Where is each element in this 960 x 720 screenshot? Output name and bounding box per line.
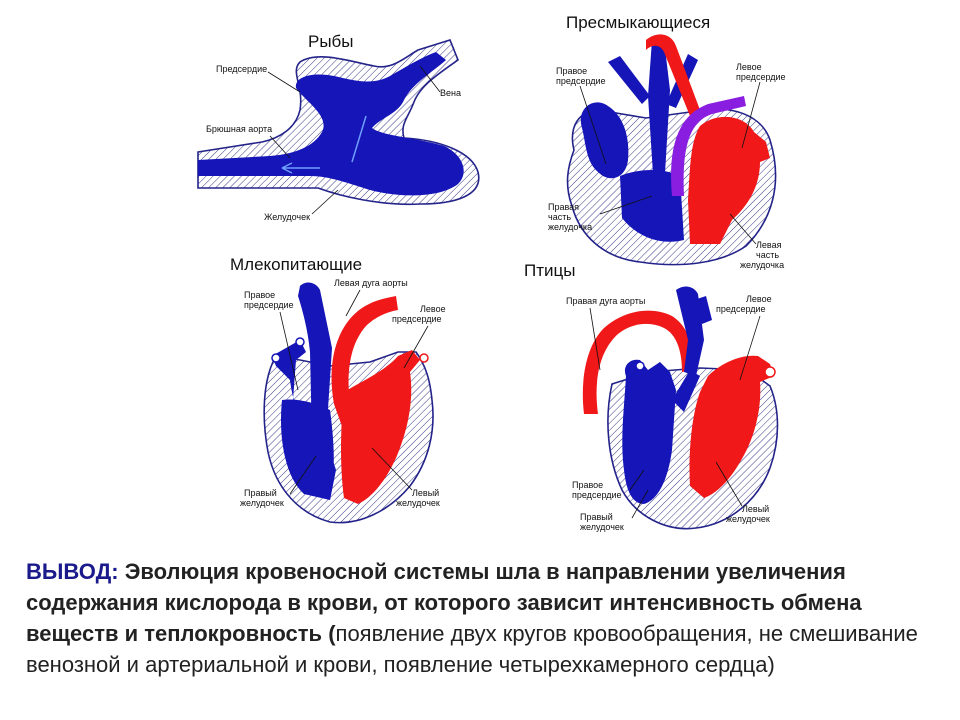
birds-label-left-atrium-2: предсердие	[716, 304, 766, 314]
birds-title: Птицы	[524, 261, 575, 280]
reptiles-label-right-atrium-1: Правое	[556, 66, 587, 76]
reptiles-label-left-atrium-1: Левое	[736, 62, 762, 72]
mammals-label-left-vent-2: желудочек	[396, 498, 440, 508]
reptiles-title: Пресмыкающиеся	[566, 13, 710, 32]
birds-vessel-opening	[764, 366, 776, 378]
mammals-left-ventricle	[341, 350, 420, 504]
conclusion-paragraph: ВЫВОД: Эволюция кровеносной системы шла …	[26, 556, 926, 680]
birds-panel: Птицы Правая дуга аорты Левое предсердие…	[524, 261, 779, 532]
reptiles-label-left-vent-1: Левая	[756, 240, 782, 250]
reptiles-label-right-vent-1: Правая	[548, 202, 579, 212]
reptiles-mixed-arch	[671, 96, 746, 196]
reptiles-right-atrium	[580, 102, 629, 179]
reptiles-branch	[608, 56, 650, 104]
mammals-right-ventricle	[280, 399, 334, 500]
birds-pulmonary	[672, 370, 700, 412]
reptiles-label-right-vent-2: часть	[548, 212, 571, 222]
mammals-label-right-vent-2: желудочек	[240, 498, 284, 508]
mammals-panel: Млекопитающие Левая дуга аорты Правое пр…	[230, 255, 446, 524]
birds-left-atrium	[689, 355, 774, 498]
birds-vessel	[694, 296, 712, 324]
fish-title: Рыбы	[308, 32, 354, 51]
reptiles-panel: Пресмыкающиеся Правое предсердие Левое п…	[548, 13, 786, 270]
fish-label-vein: Вена	[440, 88, 461, 98]
birds-label-right-atrium-2: предсердие	[572, 490, 622, 500]
birds-right-atrium	[622, 359, 676, 504]
reptiles-label-right-vent-3: желудочка	[548, 222, 592, 232]
fish-heart-blood	[198, 52, 464, 196]
mammals-label-left-vent-1: Левый	[412, 488, 439, 498]
mammals-vessel-opening	[419, 353, 429, 363]
birds-label-right-atrium-1: Правое	[572, 480, 603, 490]
birds-right-aortic-arch	[582, 310, 694, 414]
mammals-label-right-atrium-2: предсердие	[244, 300, 294, 310]
reptiles-left-aorta	[646, 34, 700, 116]
reptiles-left-atrium	[688, 116, 770, 244]
birds-label-left-vent-1: Левый	[742, 504, 769, 514]
birds-label-left-vent-2: желудочек	[726, 514, 770, 524]
fish-flow-arrow	[351, 115, 367, 163]
mammals-title: Млекопитающие	[230, 255, 362, 274]
reptiles-label-left-vent-3: желудочка	[740, 260, 784, 270]
mammals-label-right-atrium-1: Правое	[244, 290, 275, 300]
mammals-label-right-vent-1: Правый	[244, 488, 277, 498]
birds-label-right-vent-1: Правый	[580, 512, 613, 522]
conclusion-paren-open: (	[322, 621, 336, 646]
heart-evolution-diagram: Рыбы Предсердие Вена Брюшная аорта Желуд…	[197, 13, 786, 532]
conclusion-bold-text: Эволюция кровеносной системы шла в напра…	[26, 559, 862, 646]
fish-label-atrium: Предсердие	[216, 64, 267, 74]
reptiles-label-left-vent-2: часть	[756, 250, 779, 260]
reptiles-label-right-atrium-2: предсердие	[556, 76, 606, 86]
mammals-vessel-opening	[271, 353, 281, 363]
mammals-vessel-opening	[295, 337, 305, 347]
birds-label-right-vent-2: желудочек	[580, 522, 624, 532]
reptiles-right-ventricle	[620, 170, 684, 242]
mammals-label-left-atrium-1: Левое	[420, 304, 446, 314]
reptiles-label-left-atrium-2: предсердие	[736, 72, 786, 82]
fish-label-aorta: Брюшная аорта	[206, 124, 272, 134]
fish-panel: Рыбы Предсердие Вена Брюшная аорта Желуд…	[197, 32, 480, 222]
conclusion-lead: ВЫВОД:	[26, 559, 119, 584]
mammals-label-left-atrium-2: предсердие	[392, 314, 442, 324]
fish-label-ventricle: Желудочек	[264, 212, 310, 222]
conclusion-normal-text: появление двух кругов кровообращения, не…	[26, 621, 918, 677]
fish-flow-arrow	[281, 162, 320, 174]
birds-label-left-atrium-1: Левое	[746, 294, 772, 304]
birds-vessel-opening	[635, 361, 645, 371]
reptiles-venous-trunk	[648, 40, 670, 190]
birds-label-right-arch: Правая дуга аорты	[566, 296, 645, 306]
mammals-label-left-arch: Левая дуга аорты	[334, 278, 408, 288]
mammals-pulmonary-trunk	[298, 282, 332, 440]
